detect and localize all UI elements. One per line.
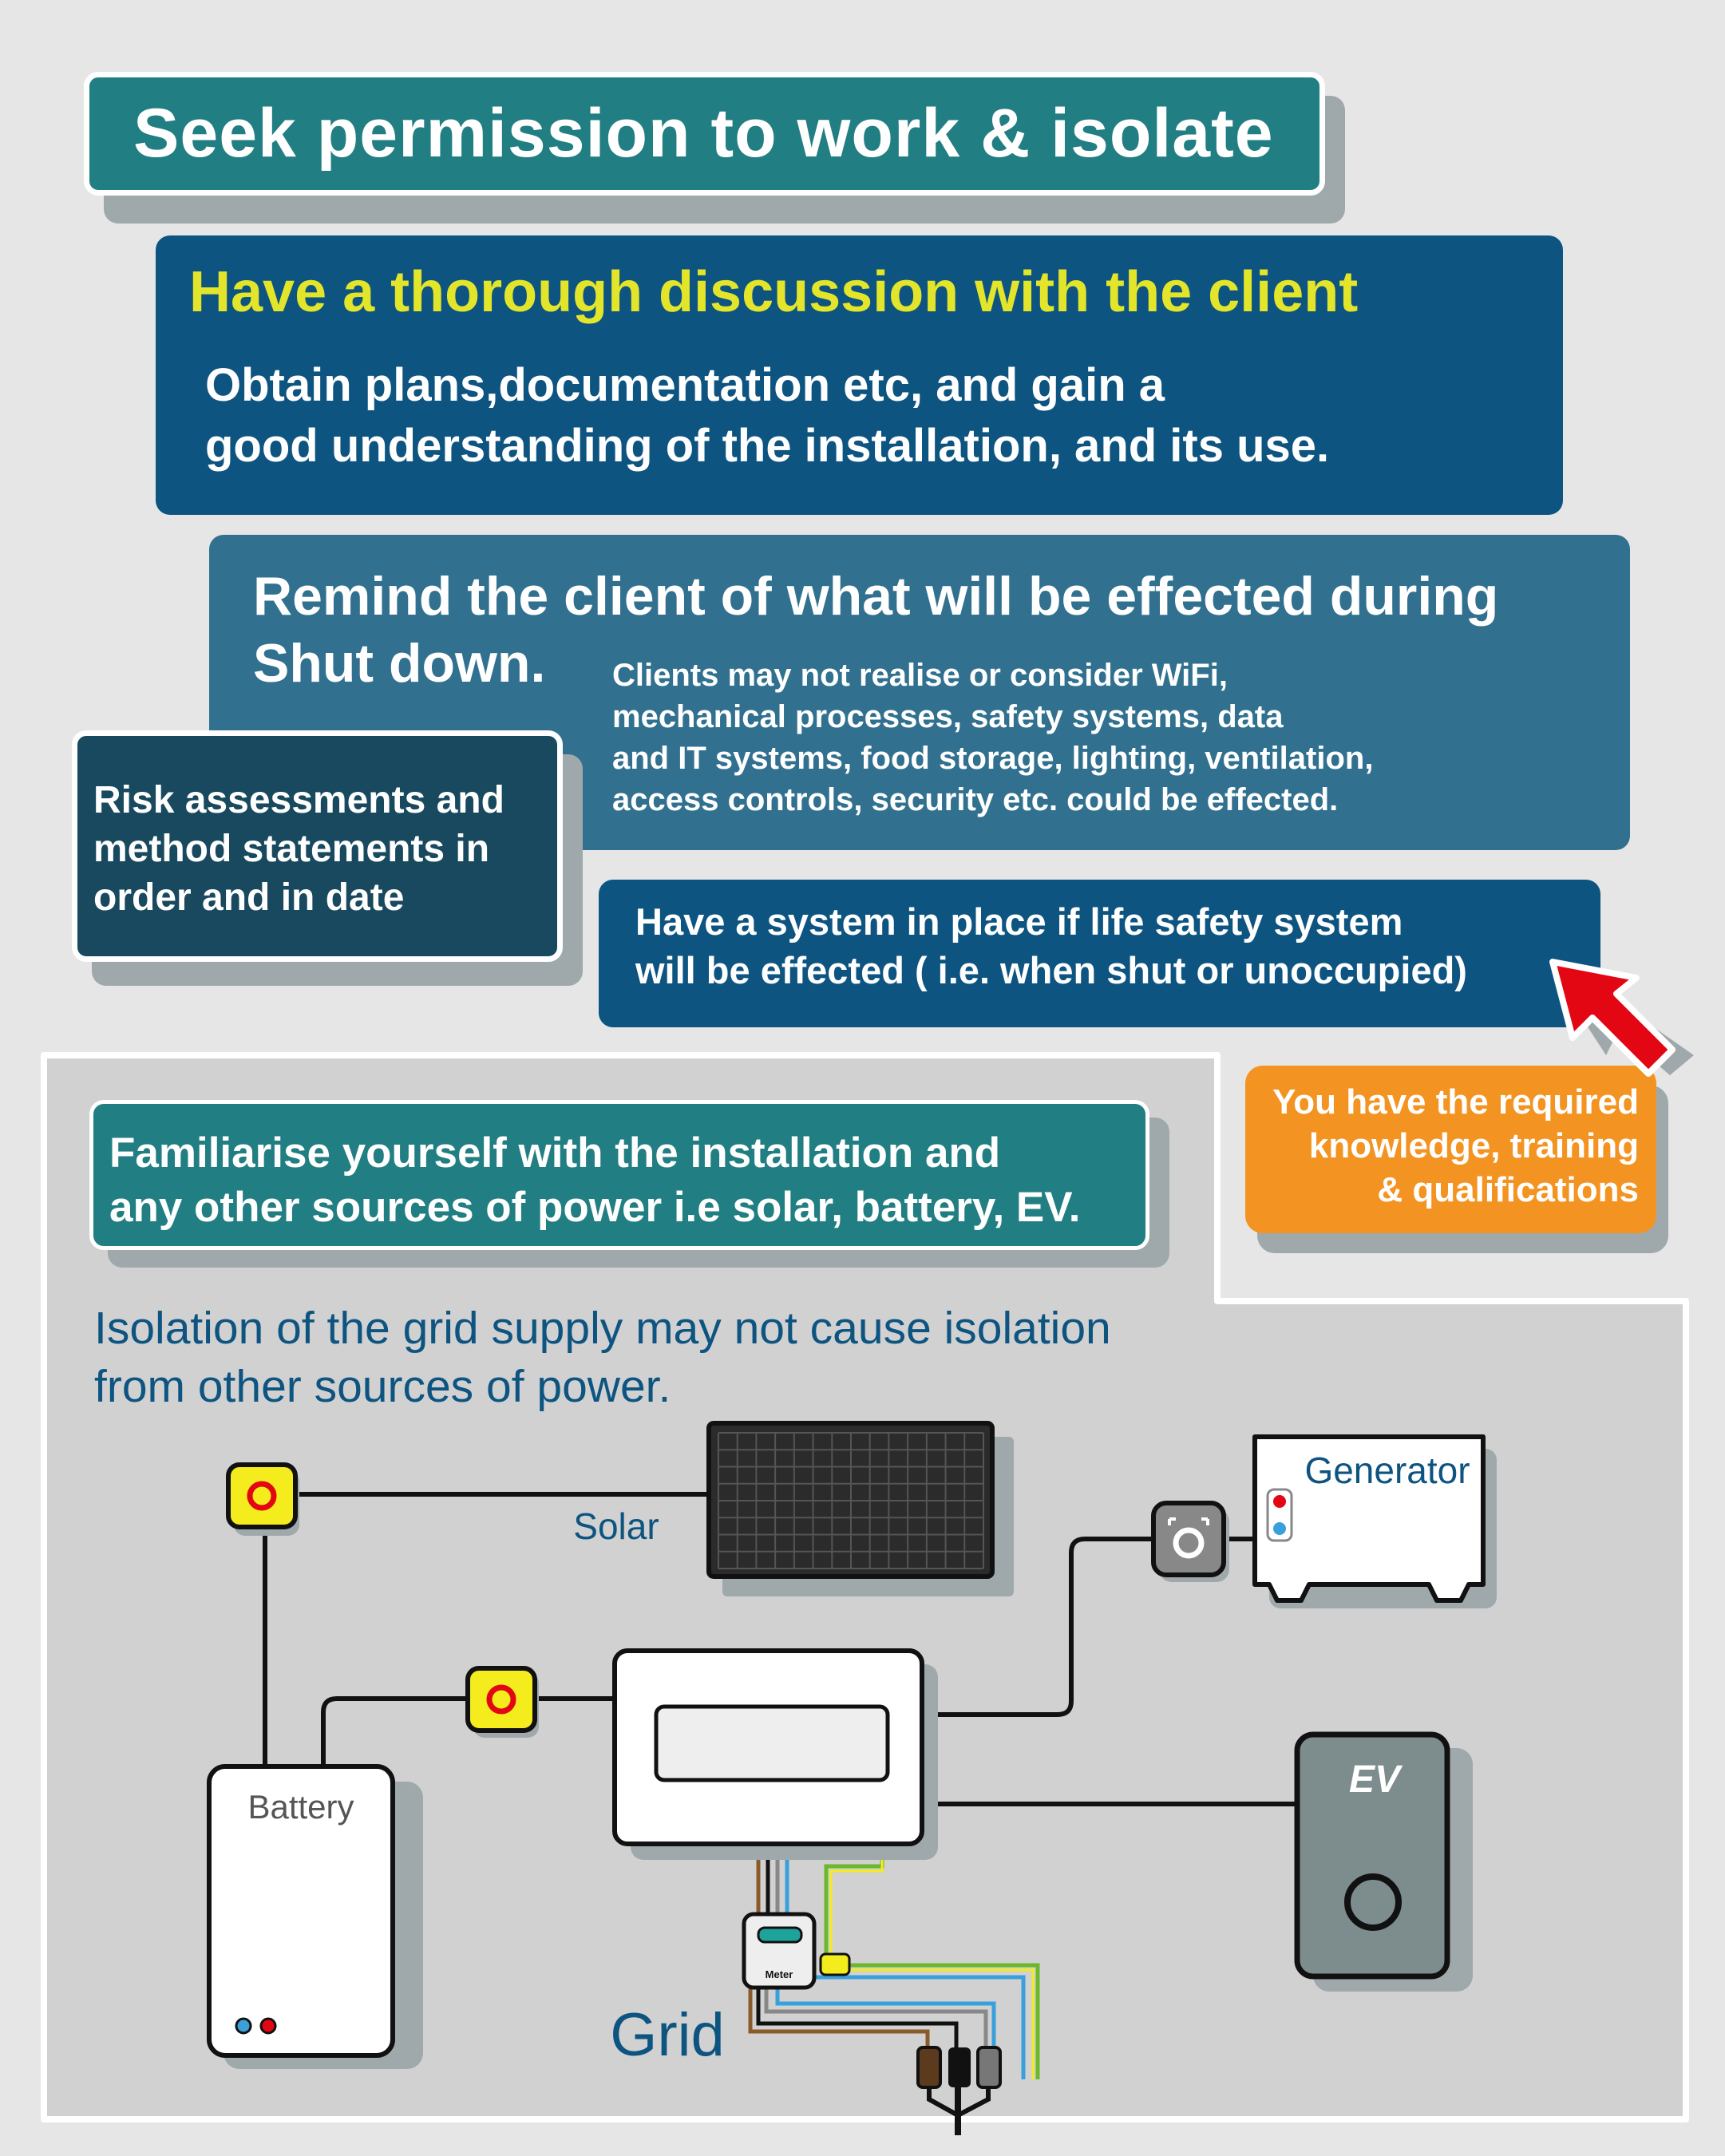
discussion-heading: Have a thorough discussion with the clie…	[189, 260, 1359, 324]
risk-line: Risk assessments and	[93, 779, 504, 821]
isolation-note-line: Isolation of the grid supply may not cau…	[94, 1303, 1111, 1354]
remind-heading: Remind the client of what will be effect…	[253, 563, 1498, 697]
battery-icon	[207, 1764, 423, 2069]
discussion-body-line: Obtain plans,documentation etc, and gain…	[205, 359, 1165, 411]
battery-label: Battery	[247, 1788, 354, 1826]
discussion-body: Obtain plans,documentation etc, and gain…	[205, 355, 1329, 477]
risk-assessment-box: Risk assessments and method statements i…	[72, 730, 563, 962]
familiarise-box: Familiarise yourself with the installati…	[89, 1100, 1149, 1250]
earth-connector-icon	[819, 1952, 851, 1976]
remind-body-line: Clients may not realise or consider WiFi…	[612, 658, 1228, 693]
risk-line: method statements in	[93, 828, 490, 870]
meter-label: Meter	[766, 1968, 793, 1980]
life-safety-box: Have a system in place if life safety sy…	[599, 880, 1600, 1027]
battery-inverter-wire	[321, 1696, 473, 1768]
familiarise-text: Familiarise yourself with the installati…	[109, 1126, 1081, 1235]
knowledge-text: You have the required knowledge, trainin…	[1272, 1080, 1639, 1212]
remind-heading-line: Remind the client of what will be effect…	[253, 566, 1499, 627]
isolation-note-line: from other sources of power.	[94, 1361, 671, 1412]
battery-isolator-icon	[465, 1666, 539, 1738]
risk-assessment-text: Risk assessments and method statements i…	[93, 776, 504, 922]
knowledge-line: You have the required	[1272, 1082, 1639, 1122]
generator-label: Generator	[1304, 1450, 1470, 1491]
familiarise-line: any other sources of power i.e solar, ba…	[109, 1184, 1081, 1231]
life-safety-line: Have a system in place if life safety sy…	[635, 900, 1403, 943]
ev-label: EV	[1349, 1758, 1403, 1801]
solar-label: Solar	[573, 1505, 659, 1547]
remind-body-line: and IT systems, food storage, lighting, …	[612, 741, 1374, 776]
solar-panel-icon	[706, 1421, 1014, 1596]
remind-body-line: mechanical processes, safety systems, da…	[612, 699, 1284, 734]
knowledge-line: knowledge, training	[1308, 1126, 1639, 1165]
red-arrow-icon	[1549, 959, 1694, 1077]
generator-wire	[922, 1537, 1153, 1717]
discussion-box: Have a thorough discussion with the clie…	[156, 235, 1563, 515]
remind-body-line: access controls, security etc. could be …	[612, 782, 1339, 817]
ev-charger-icon	[1294, 1731, 1473, 1992]
discussion-body-line: good understanding of the installation, …	[205, 420, 1330, 472]
meter-icon: Meter	[742, 1912, 817, 1990]
life-safety-text: Have a system in place if life safety sy…	[635, 897, 1467, 995]
consumer-unit-icon	[612, 1648, 938, 1860]
life-safety-line: will be effected ( i.e. when shut or uno…	[635, 949, 1467, 991]
grid-plug-icon	[916, 2046, 1002, 2135]
grid-label: Grid	[610, 2001, 725, 2069]
solar-isolator-icon	[226, 1462, 299, 1536]
isolation-note: Isolation of the grid supply may not cau…	[94, 1300, 1111, 1416]
generator-icon	[1252, 1434, 1497, 1608]
remind-body: Clients may not realise or consider WiFi…	[612, 655, 1373, 821]
page-title: Seek permission to work & isolate	[133, 95, 1274, 172]
remind-heading-line: Shut down.	[253, 633, 546, 694]
knowledge-box: You have the required knowledge, trainin…	[1245, 1066, 1656, 1233]
title-banner: Seek permission to work & isolate	[84, 72, 1325, 196]
familiarise-line: Familiarise yourself with the installati…	[109, 1129, 1001, 1177]
generator-isolator-icon	[1151, 1501, 1229, 1582]
knowledge-line: & qualifications	[1377, 1170, 1639, 1209]
risk-line: order and in date	[93, 876, 405, 919]
